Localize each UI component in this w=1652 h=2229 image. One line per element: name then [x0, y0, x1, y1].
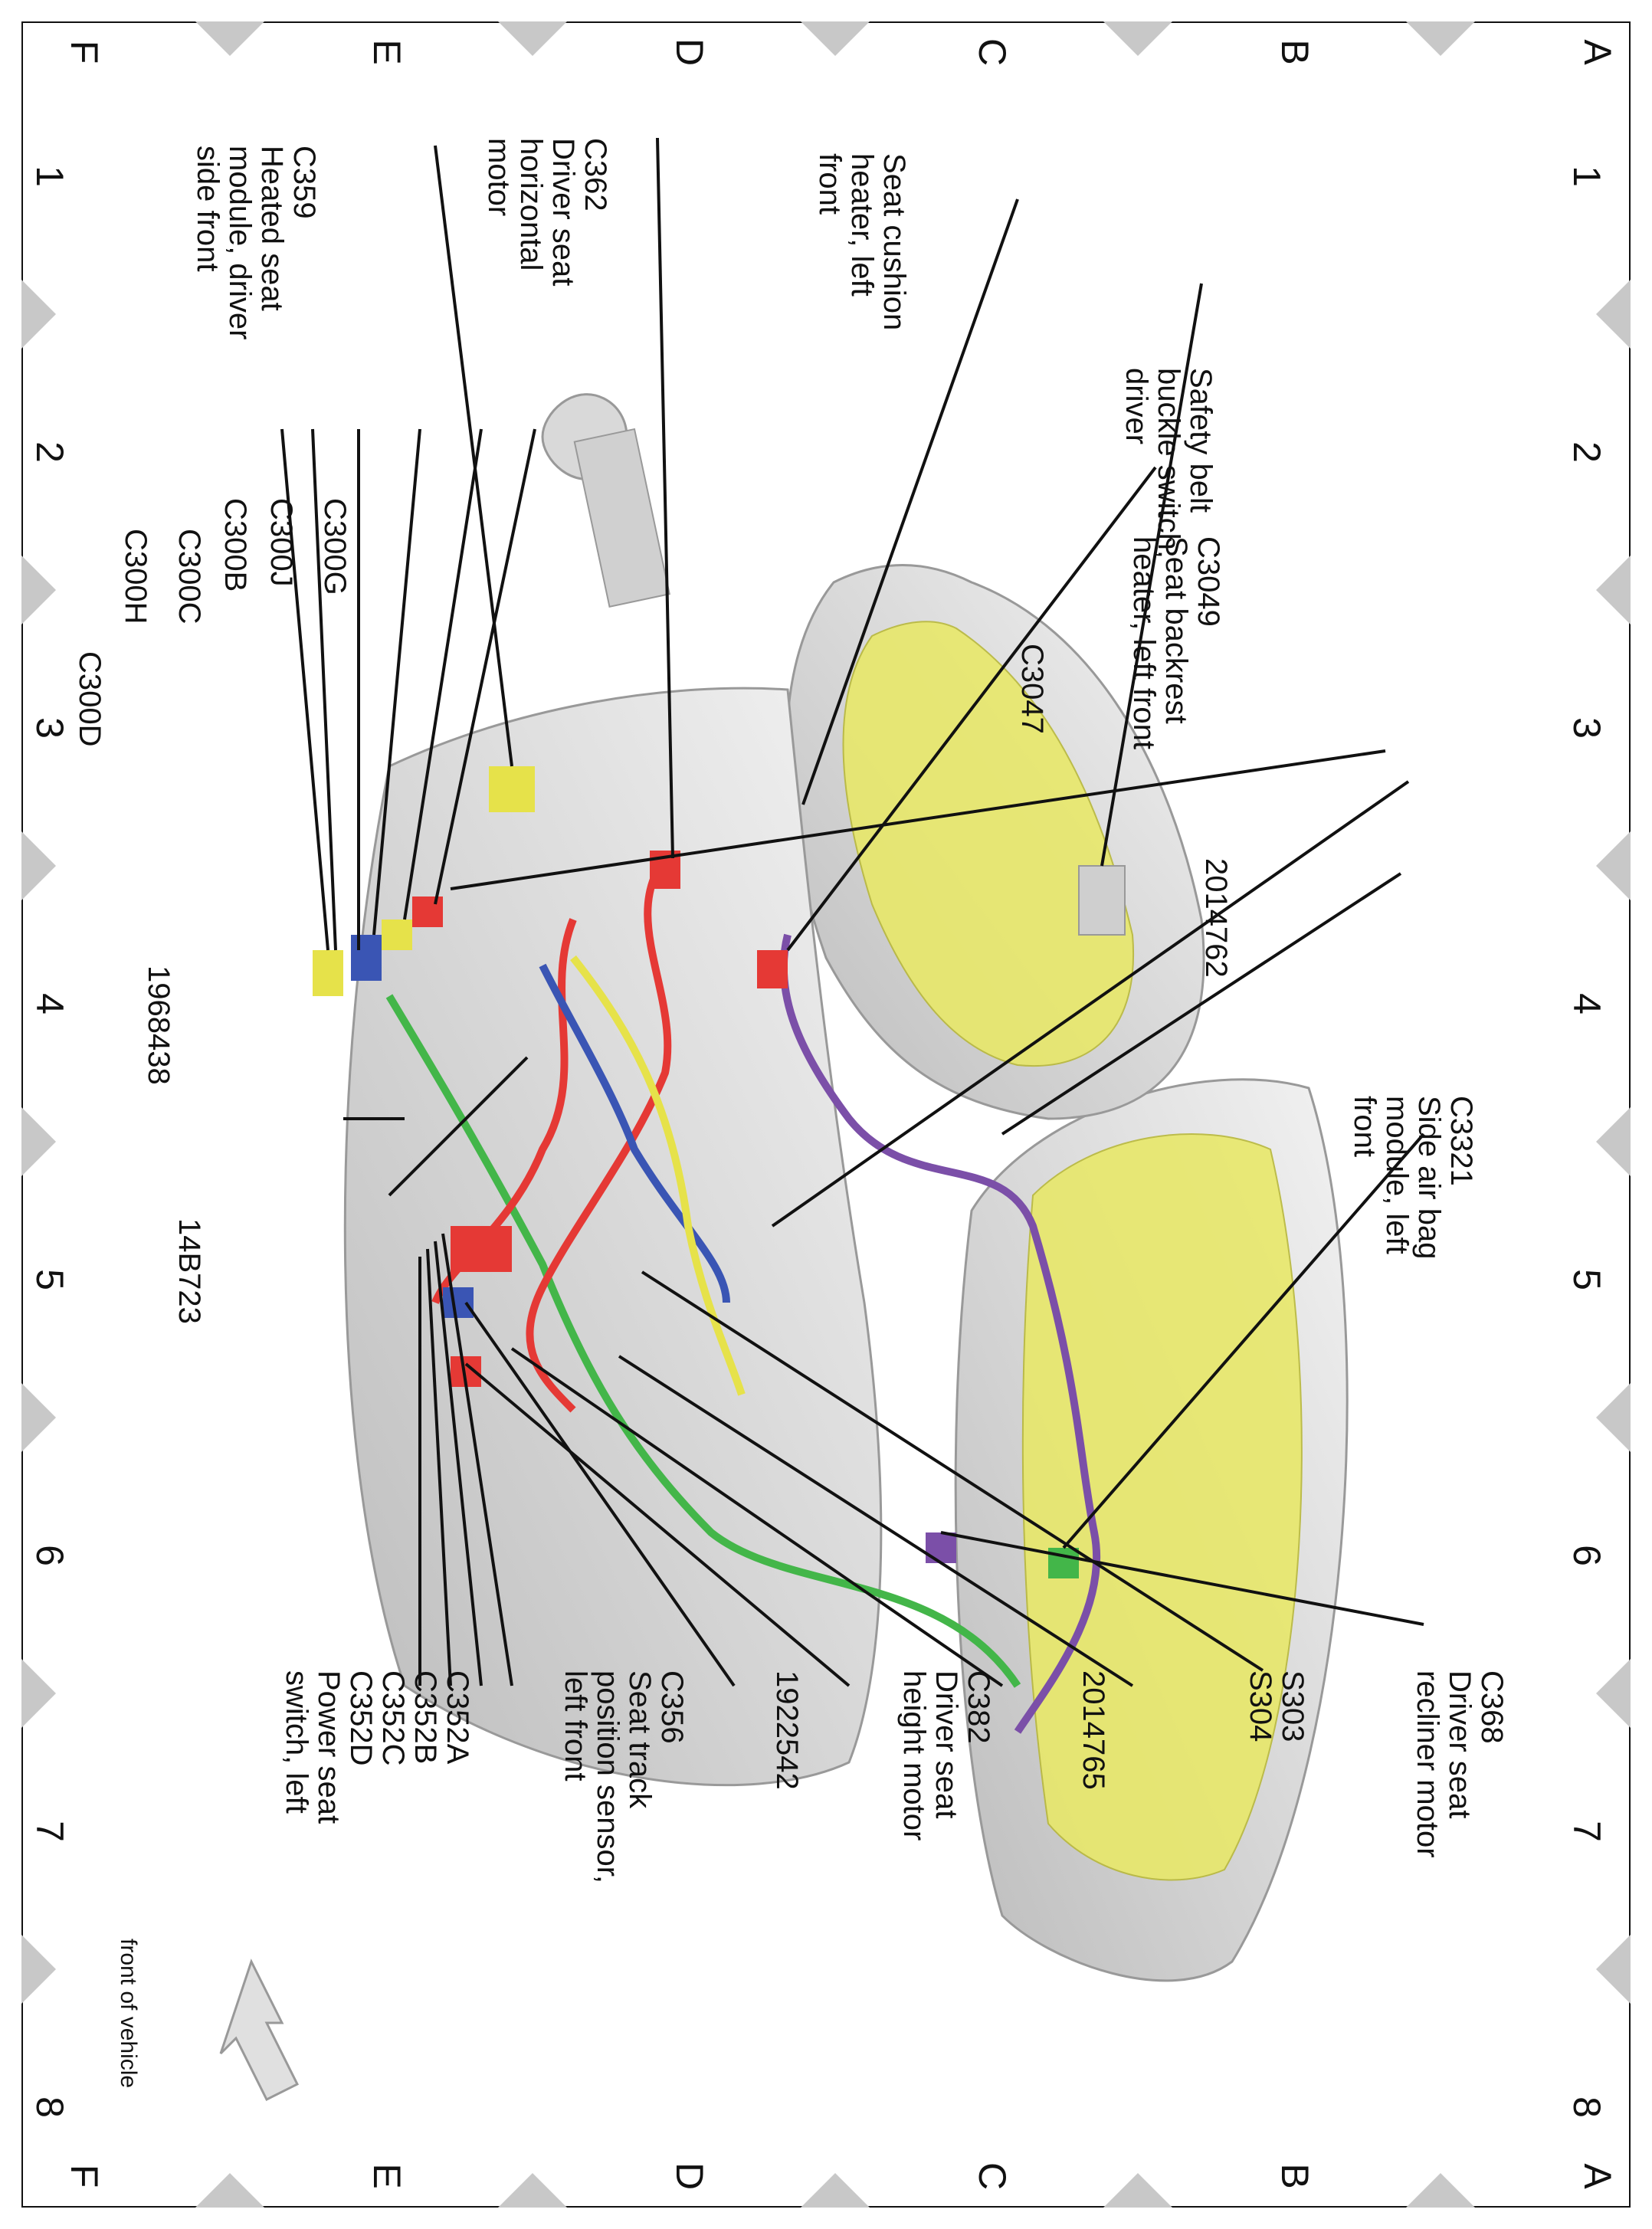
front-of-vehicle-arrow-icon	[219, 1959, 300, 2102]
seat-backrest-heater-pad	[842, 621, 1135, 1067]
frame-marker	[1103, 21, 1172, 56]
frame-marker	[1406, 2173, 1475, 2208]
frame-marker	[1596, 1383, 1631, 1452]
frame-marker	[801, 2173, 870, 2208]
frame-marker	[1596, 1659, 1631, 1728]
connector-c356	[443, 1287, 474, 1318]
frame-marker	[498, 2173, 567, 2208]
connector-c300d	[313, 950, 343, 996]
headrest-bracket	[573, 428, 670, 608]
connector-c359	[489, 766, 535, 812]
connector-c3047	[757, 950, 788, 988]
frame-marker	[801, 21, 870, 56]
wire-red-1	[526, 856, 672, 1413]
frame-marker	[1596, 831, 1631, 900]
connector-c362	[650, 851, 680, 889]
frame-marker	[1596, 280, 1631, 349]
connector-c382	[451, 1356, 481, 1387]
seat-wiring-illustration	[219, 137, 1425, 2102]
connector-c300j	[382, 919, 412, 950]
seat-cushion-heater-pad	[1021, 1133, 1303, 1881]
frame-marker	[21, 1107, 56, 1176]
wire-blue	[539, 963, 730, 1303]
frame-marker	[21, 280, 56, 349]
wire-yellow	[570, 955, 746, 1396]
wire-purple	[779, 933, 1101, 1734]
connector-c352	[451, 1226, 512, 1272]
frame-marker	[1406, 21, 1475, 56]
frame-marker	[195, 21, 264, 56]
connector-c368	[926, 1532, 956, 1563]
frame-marker	[21, 1935, 56, 2004]
frame-marker	[21, 1659, 56, 1728]
frame-marker	[1596, 1935, 1631, 2004]
frame-marker	[1103, 2173, 1172, 2208]
frame-marker	[498, 21, 567, 56]
frame-marker	[195, 2173, 264, 2208]
frame-marker	[1596, 556, 1631, 624]
frame-marker	[21, 831, 56, 900]
frame-marker	[21, 1383, 56, 1452]
leader-lines	[280, 137, 1425, 1687]
frame-marker	[21, 556, 56, 624]
frame-marker	[1596, 1107, 1631, 1176]
connectors	[313, 766, 1126, 1578]
